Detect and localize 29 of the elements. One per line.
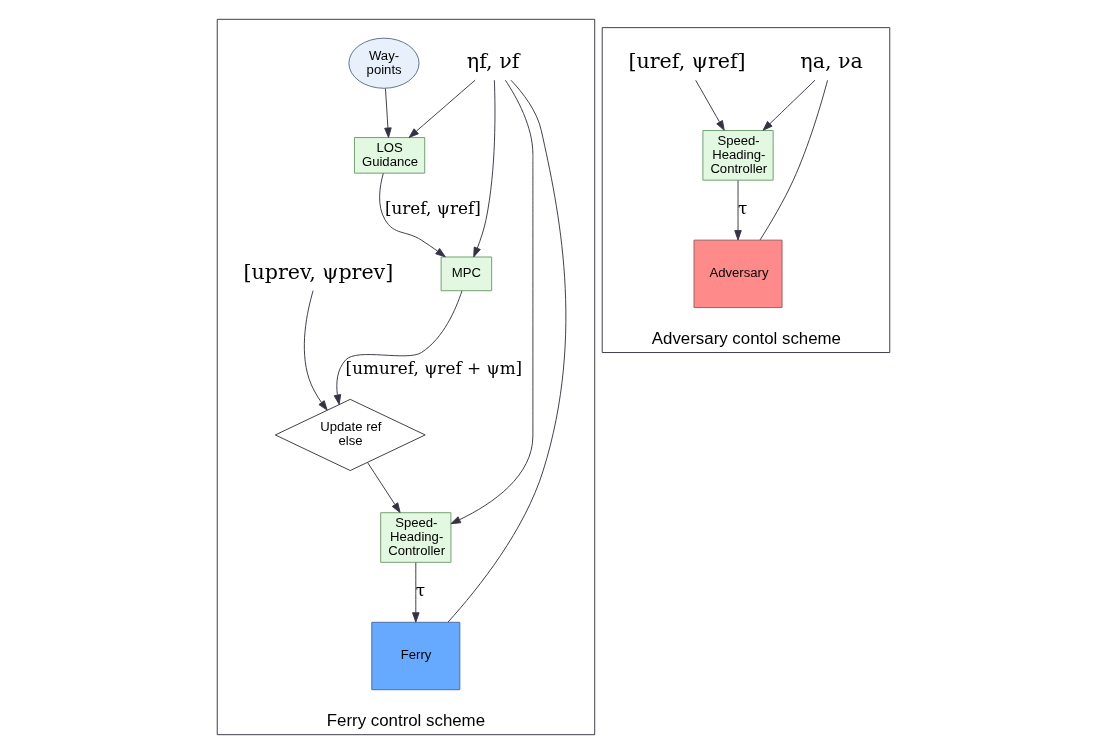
node-ellipse: Way-points [347, 37, 419, 89]
arrow [472, 79, 495, 258]
node-box: Speed-Heading-Controller [701, 130, 774, 181]
arrow [333, 290, 462, 405]
node-text: [uprev, ψprev] [242, 260, 393, 285]
node-text: ηf, νf [466, 49, 519, 74]
node-box: Adversary [693, 239, 782, 309]
edge-label: τ [415, 580, 425, 601]
arrow [408, 79, 476, 138]
edge-label: [uref, ψref] [384, 198, 481, 219]
arrow [449, 79, 533, 525]
node-text: [uref, ψref] [627, 49, 746, 74]
node-box: MPC [440, 256, 492, 292]
node-box: LOS Guidance [353, 137, 425, 174]
connector [759, 79, 828, 241]
arrow [378, 172, 446, 258]
node-box: Ferry [370, 621, 460, 691]
arrow [303, 290, 328, 411]
edge-label: [umuref, ψref + ψm] [345, 357, 522, 378]
arrow [762, 79, 815, 131]
arrow [694, 79, 725, 131]
arrow [383, 88, 392, 138]
node-box: Speed-Heading-Controller [379, 512, 451, 563]
arrow [411, 562, 420, 623]
arrow [366, 462, 401, 513]
edge-label: τ [737, 198, 747, 219]
arrow [733, 180, 742, 241]
node-text: ηa, νa [799, 49, 863, 74]
connector [447, 79, 566, 623]
